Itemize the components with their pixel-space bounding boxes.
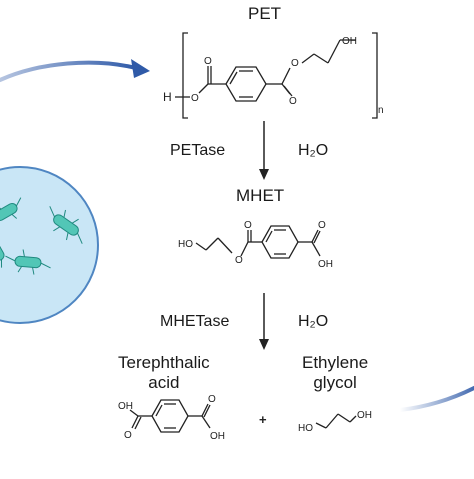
- bacterium-3: [0, 197, 22, 221]
- bacterium-1: [49, 206, 83, 244]
- terephthalic-acid-label: Terephthalic acid: [118, 353, 210, 392]
- petase-enzyme-label: PETase: [170, 142, 226, 159]
- ethylene-glycol-label: Ethylene glycol: [302, 353, 369, 392]
- pet-n-subscript: n: [378, 105, 384, 116]
- pet-oh-group: OH: [342, 36, 357, 47]
- reaction-arrow-1: [259, 121, 269, 180]
- pet-h-atom: H: [163, 90, 172, 104]
- mhetase-enzyme-label: MHETase: [160, 313, 230, 330]
- tpa-oh-right: OH: [210, 431, 225, 442]
- tpa-oh-left: OH: [118, 401, 133, 412]
- curved-arrow-bottom: [398, 386, 474, 412]
- petri-dish-with-bacteria: [0, 166, 99, 324]
- ethylene-glycol-atom-labels: HO OH: [298, 410, 372, 434]
- water-label-1: H₂O: [298, 142, 329, 159]
- mhet-oh-acid: OH: [318, 259, 333, 270]
- mhet-atom-labels: HO O O O OH: [178, 220, 333, 270]
- reaction-arrow-2: [259, 293, 269, 350]
- water-label-2: H₂O: [298, 313, 329, 330]
- pet-o-atom-1: O: [191, 93, 199, 104]
- pet-label: PET: [248, 4, 282, 23]
- curved-arrow-top: [0, 59, 150, 82]
- terephthalic-acid-structure: [129, 399, 211, 433]
- tpa-o-right: O: [208, 394, 216, 405]
- tpa-o-left: O: [124, 430, 132, 441]
- plus-sign: +: [259, 412, 267, 427]
- bacterium-2: [5, 249, 51, 275]
- pet-o-atom-2: O: [204, 56, 212, 67]
- mhet-structure: [195, 225, 321, 259]
- mhet-ho-group: HO: [178, 239, 193, 250]
- pet-structure: [175, 32, 378, 119]
- mhet-o-carbonyl: O: [244, 220, 252, 231]
- eg-oh-group: OH: [357, 410, 372, 421]
- pet-o-atom-4: O: [291, 58, 299, 69]
- ethylene-glycol-structure: [315, 413, 357, 429]
- eg-ho-group: HO: [298, 423, 313, 434]
- terephthalic-atom-labels: OH O O OH: [118, 394, 225, 442]
- pet-atom-labels: H O O O O OH n: [163, 36, 384, 116]
- pet-o-atom-3: O: [289, 96, 297, 107]
- mhet-o-ester: O: [235, 255, 243, 266]
- bacterium-4: [0, 239, 5, 268]
- mhet-label: MHET: [236, 186, 285, 205]
- mhet-o-acid: O: [318, 220, 326, 231]
